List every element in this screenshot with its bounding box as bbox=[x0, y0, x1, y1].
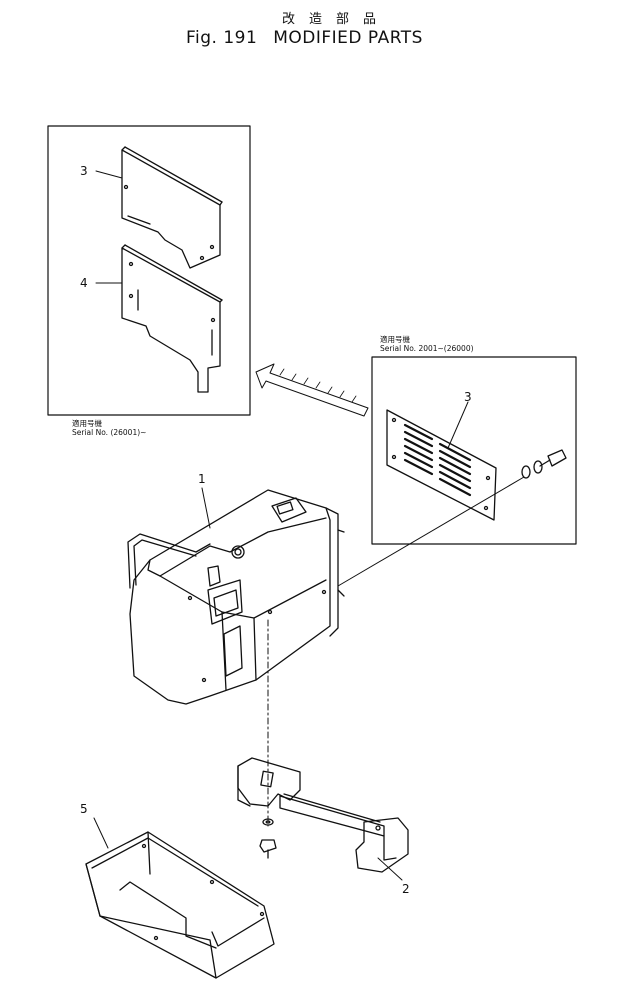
inset-box-left bbox=[47, 125, 251, 416]
figure-title-japanese: 改造部品 bbox=[282, 12, 391, 27]
part-5-tray bbox=[85, 831, 275, 979]
figure-number: Fig. 191 bbox=[186, 28, 258, 48]
callout-1: 1 bbox=[198, 472, 206, 486]
bolt-and-washers-right bbox=[521, 449, 567, 479]
arrow-to-inset bbox=[255, 363, 369, 417]
applicable-label-left: 適用号機 bbox=[72, 419, 102, 428]
part-2-bracket bbox=[237, 757, 409, 873]
serial-range-left: Serial No. (26001)~ bbox=[72, 428, 147, 437]
bolt-and-washer-bottom bbox=[259, 818, 277, 859]
serial-note-left: 適用号機 Serial No. (26001)~ bbox=[72, 419, 146, 437]
callout-4: 4 bbox=[80, 276, 88, 290]
leader-5 bbox=[93, 817, 109, 849]
inset-box-right bbox=[371, 356, 577, 545]
callout-2: 2 bbox=[402, 882, 410, 896]
part-3-louvered-cover bbox=[386, 409, 497, 521]
serial-range-right: Serial No. 2001~(26000) bbox=[380, 344, 474, 353]
part-3-cover-plate-upper bbox=[121, 146, 223, 269]
callout-3-upper: 3 bbox=[80, 164, 88, 178]
serial-note-right: 適用号機 Serial No. 2001~(26000) bbox=[380, 335, 474, 353]
leader-1 bbox=[201, 487, 211, 529]
leader-3-upper bbox=[95, 170, 123, 179]
leader-3-right bbox=[447, 401, 469, 449]
assembly-line-right bbox=[337, 476, 525, 587]
figure-title: Fig. 191 MODIFIED PARTS bbox=[186, 28, 433, 48]
applicable-label-right: 適用号機 bbox=[380, 335, 410, 344]
leader-2 bbox=[377, 857, 403, 881]
part-1-tank-box bbox=[127, 489, 345, 705]
callout-3-right: 3 bbox=[464, 390, 472, 404]
callout-5: 5 bbox=[80, 802, 88, 816]
figure-title-text: MODIFIED PARTS bbox=[273, 28, 423, 48]
part-4-cover-plate-lower bbox=[121, 244, 223, 393]
